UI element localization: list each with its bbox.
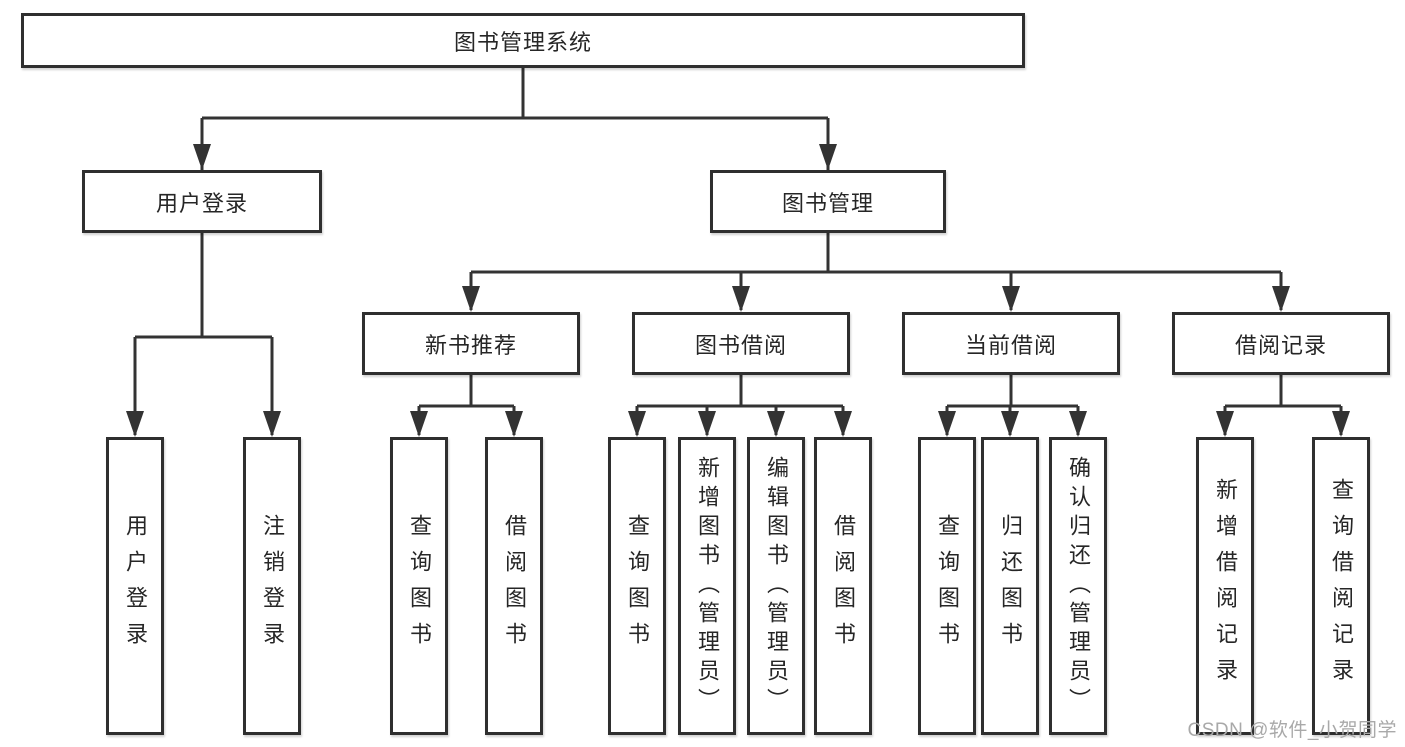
leaf-query-books-borrow: 查询图书 [608,437,666,735]
node-label: 查询图书 [407,514,432,658]
node-book-management: 图书管理 [710,170,946,233]
node-library-management-system: 图书管理系统 [21,13,1025,68]
node-label: 图书借阅 [694,332,787,358]
node-new-book-recommend: 新书推荐 [362,312,580,375]
node-label: 查询图书 [625,514,650,658]
node-label: 借阅记录 [1234,332,1327,358]
node-label: 归还图书 [998,514,1023,658]
arrowhead-icon [1002,286,1020,312]
node-label: 图书管理系统 [453,29,592,55]
leaf-query-books-recommend: 查询图书 [390,437,448,735]
node-book-borrowing: 图书借阅 [632,312,850,375]
leaf-edit-book-admin: 编辑图书（管理员） [747,437,805,735]
node-label: 借阅图书 [502,514,527,658]
node-label: 注销登录 [260,514,285,658]
node-label: 借阅图书 [831,514,856,658]
node-label: 新书推荐 [424,332,517,358]
leaf-add-borrow-record: 新增借阅记录 [1196,437,1254,735]
arrowhead-icon [938,411,956,437]
arrowhead-icon [1332,411,1350,437]
arrowhead-icon [1069,411,1087,437]
node-borrowing-records: 借阅记录 [1172,312,1390,375]
node-label: 图书管理 [781,190,874,216]
leaf-user-login: 用户登录 [106,437,164,735]
leaf-confirm-return-admin: 确认归还（管理员） [1049,437,1107,735]
node-label: 编辑图书（管理员） [764,455,789,717]
arrowhead-icon [767,411,785,437]
arrowhead-icon [126,411,144,437]
arrowhead-icon [834,411,852,437]
arrowhead-icon [410,411,428,437]
node-current-borrowing: 当前借阅 [902,312,1120,375]
leaf-query-books-current: 查询图书 [918,437,976,735]
node-label: 用户登录 [155,190,248,216]
leaf-add-book-admin: 新增图书（管理员） [678,437,736,735]
node-label: 新增图书（管理员） [695,455,720,717]
leaf-logout: 注销登录 [243,437,301,735]
arrowhead-icon [263,411,281,437]
node-user-login: 用户登录 [82,170,322,233]
node-label: 确认归还（管理员） [1066,455,1091,717]
arrowhead-icon [1216,411,1234,437]
arrowhead-icon [505,411,523,437]
arrowhead-icon [193,144,211,170]
leaf-return-book: 归还图书 [981,437,1039,735]
node-label: 当前借阅 [964,332,1057,358]
node-label: 查询借阅记录 [1329,478,1354,694]
arrowhead-icon [1001,411,1019,437]
leaf-borrow-books: 借阅图书 [814,437,872,735]
arrowhead-icon [1272,286,1290,312]
arrowhead-icon [628,411,646,437]
arrowhead-icon [732,286,750,312]
leaf-query-borrow-record: 查询借阅记录 [1312,437,1370,735]
arrowhead-icon [462,286,480,312]
leaf-borrow-books-recommend: 借阅图书 [485,437,543,735]
watermark: CSDN @软件_小贺同学 [1187,720,1397,741]
arrowhead-icon [819,144,837,170]
node-label: 新增借阅记录 [1213,478,1238,694]
arrowhead-icon [698,411,716,437]
node-label: 用户登录 [123,514,148,658]
node-label: 查询图书 [935,514,960,658]
